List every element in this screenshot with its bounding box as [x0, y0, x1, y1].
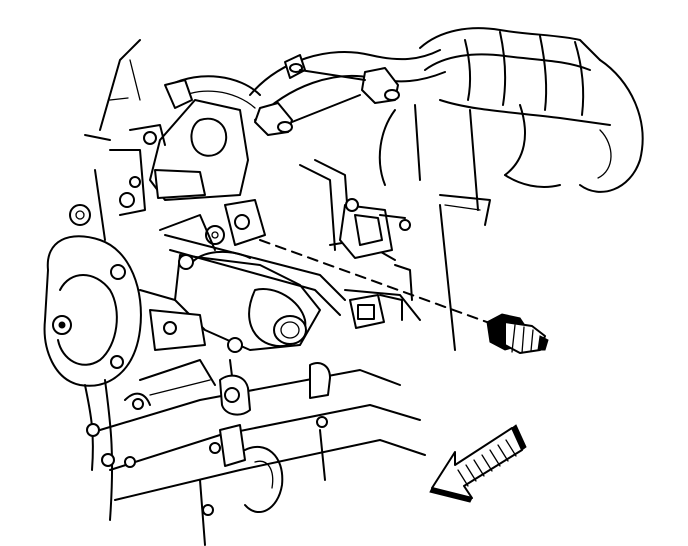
- install-leader-line: [260, 240, 495, 325]
- front-direction-arrow: [430, 425, 526, 502]
- cylinder-head-bracket: [85, 40, 248, 240]
- engine-block-lower: [100, 205, 455, 545]
- coolant-temperature-sensor: [487, 314, 548, 353]
- crankshaft-pulley: [45, 205, 141, 520]
- water-outlet-housing: [140, 200, 320, 400]
- fuel-injectors: [165, 55, 399, 135]
- sensor-connector: [340, 199, 410, 328]
- intake-manifold: [250, 28, 643, 225]
